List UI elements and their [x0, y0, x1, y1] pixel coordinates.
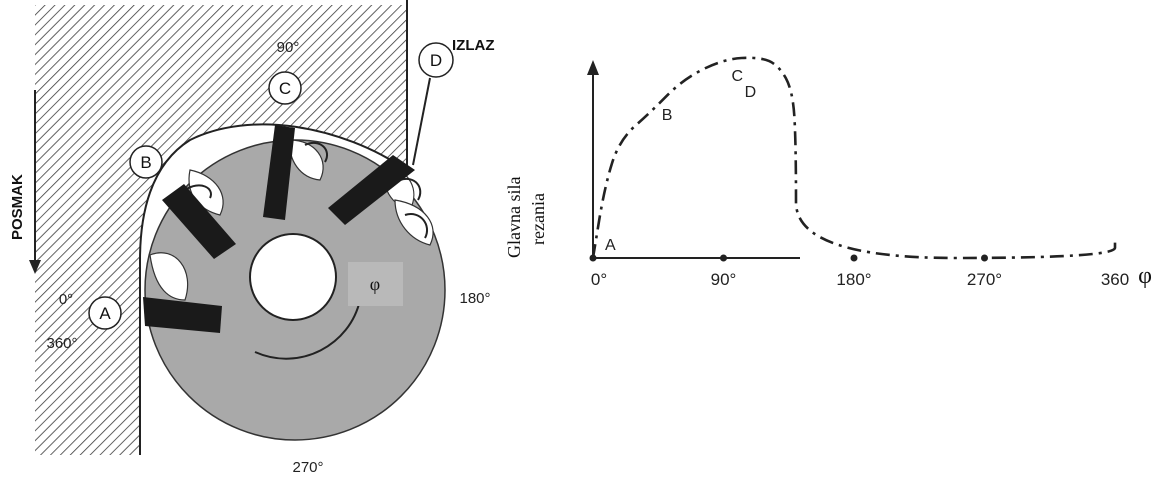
angle-180-label: 180° — [459, 290, 490, 307]
x-axis-label: φ — [1138, 263, 1152, 289]
cutter-tooth — [143, 297, 222, 333]
chip-gullet — [149, 252, 189, 301]
axis-point-marker — [720, 254, 727, 262]
feed-label: POSMAK — [9, 174, 26, 240]
rotation-arrow — [254, 299, 361, 360]
chart-point-label-C: C — [732, 68, 744, 85]
chip-gullet — [394, 199, 434, 246]
force-curve-series-0 — [591, 56, 1117, 260]
angle-360-label: 360° — [46, 335, 77, 352]
point-A-label: A — [99, 304, 111, 323]
y-axis-label-line1: Glavna sila — [504, 177, 524, 258]
chip-curl — [304, 142, 328, 163]
cutter-tooth — [162, 184, 236, 259]
workpiece-edge-cut — [139, 123, 408, 455]
chart-point-label-B: B — [662, 107, 673, 124]
angle-270-label: 270° — [292, 459, 323, 476]
x-tick-label: 0° — [591, 270, 607, 289]
milling-diagram: φ POSMAK IZLAZ A B C D 90° 180° 270° 0° … — [9, 0, 495, 476]
chip-curl — [404, 213, 428, 239]
point-D-circle — [418, 42, 454, 78]
y-axis-arrowhead-icon — [587, 60, 599, 75]
angle-90-label: 90° — [277, 39, 300, 56]
chart-point-label-A: A — [605, 237, 616, 254]
x-tick-label: 270° — [967, 270, 1002, 289]
chip-gullet — [188, 169, 224, 216]
chart-markers — [589, 254, 988, 262]
feed-arrowhead-icon — [29, 260, 41, 274]
workpiece-hatched-region — [35, 5, 407, 455]
point-C-circle — [268, 71, 302, 105]
point-A-circle — [88, 296, 122, 330]
cutter-tooth — [328, 155, 415, 225]
point-B-circle — [129, 145, 163, 179]
chip-curl — [399, 177, 422, 201]
cutter-tooth — [263, 125, 295, 220]
force-chart: 0° 90° 180° 270° 360 A B CD Glavna sila rezani… — [504, 56, 1152, 289]
exit-arrow-line — [412, 77, 431, 166]
phi-box — [348, 262, 403, 306]
axis-point-marker — [589, 254, 597, 262]
point-D-label: D — [430, 51, 442, 70]
axis-point-marker — [850, 254, 858, 262]
phi-box-label: φ — [370, 274, 380, 294]
cutter-bore — [249, 233, 337, 321]
point-C-label: C — [279, 79, 291, 98]
chart-ticks: 0° 90° 180° 270° 360 — [591, 270, 1129, 289]
point-B-label: B — [140, 153, 151, 172]
x-tick-label: 360 — [1101, 270, 1129, 289]
angle-0-label: 0° — [59, 291, 73, 308]
x-tick-label: 180° — [836, 270, 871, 289]
axis-point-marker — [981, 254, 988, 262]
chart-series — [591, 56, 1117, 260]
x-tick-label: 90° — [711, 270, 737, 289]
y-axis-label-line2: rezania — [528, 193, 548, 245]
chart-point-labels: A B CD — [605, 68, 756, 254]
chart-point-label-D: D — [745, 84, 757, 101]
chip-curl — [184, 184, 212, 199]
exit-label: IZLAZ — [452, 37, 495, 54]
